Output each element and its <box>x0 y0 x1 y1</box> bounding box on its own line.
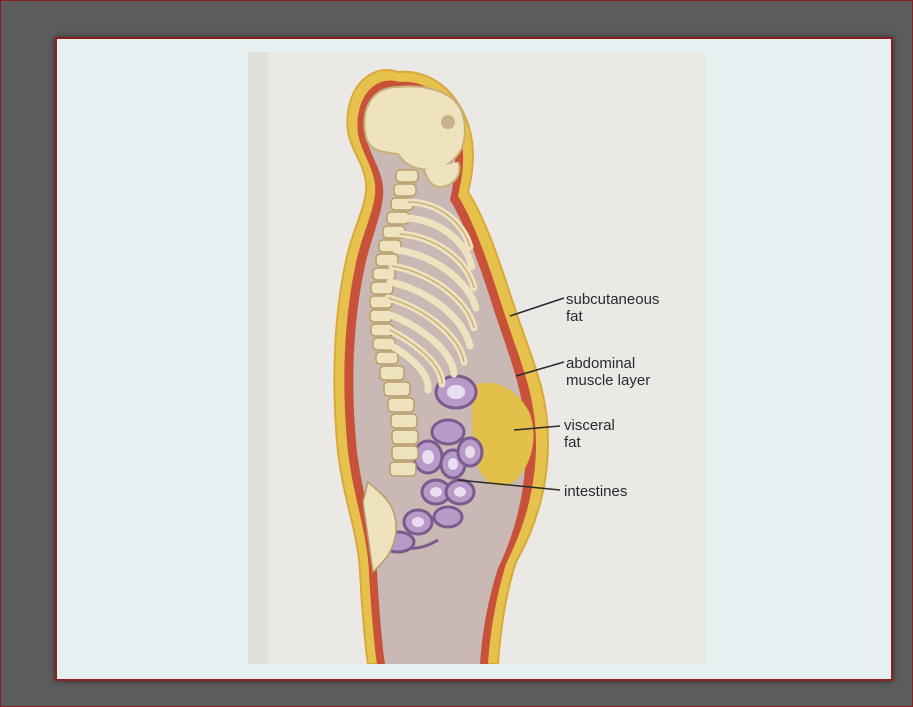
label-subcutaneous-fat: subcutaneous fat <box>566 291 659 325</box>
label-intestines: intestines <box>564 483 627 500</box>
label-abdominal-muscle-layer: abdominal muscle layer <box>566 355 650 389</box>
label-visceral-fat: visceral fat <box>564 417 615 451</box>
